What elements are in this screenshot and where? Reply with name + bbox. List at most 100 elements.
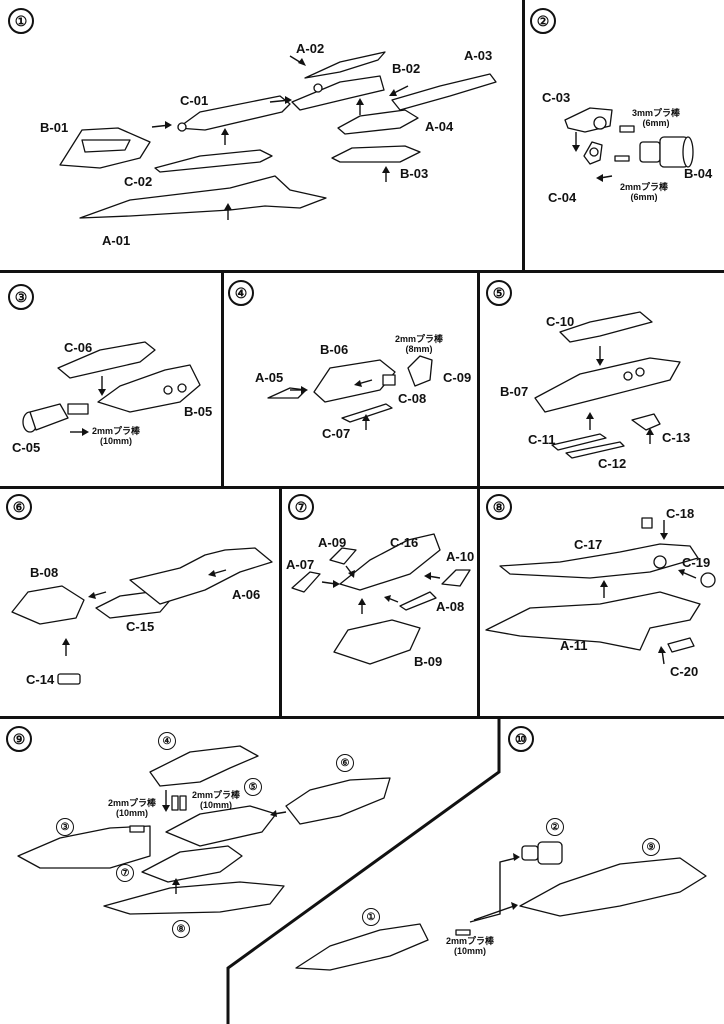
ref-step-5-in-9: ⑤ (244, 778, 262, 796)
part-label-c-05: C-05 (12, 440, 41, 455)
ref-step-3-in-9: ③ (56, 818, 74, 836)
part-c-05 (22, 403, 89, 433)
part-label-c-19: C-19 (682, 555, 711, 570)
divider-v-3-4 (221, 272, 224, 488)
part-c-18 (641, 517, 653, 529)
part-a-11 (485, 591, 701, 651)
part-label-b-09: B-09 (414, 654, 443, 669)
step-number-5: ⑤ (486, 280, 512, 306)
step4-arrows (290, 379, 373, 430)
sub-assembly-7 (141, 845, 243, 883)
step9-arrows (162, 790, 287, 894)
part-label-a-03: A-03 (464, 48, 493, 63)
step5-arrows (586, 346, 654, 444)
part-label-b-05: B-05 (184, 404, 213, 419)
step10-arrows (469, 853, 520, 923)
part-c-10 (559, 311, 653, 343)
divider-row1-bottom (0, 270, 724, 273)
part-b-07 (534, 357, 681, 413)
part-c-11 (551, 433, 607, 451)
part-c-08 (382, 374, 396, 386)
part-label-c-20: C-20 (670, 664, 699, 679)
part-label-c-11: C-11 (528, 432, 556, 447)
part-a-03 (391, 73, 497, 111)
part-label-c-13: C-13 (662, 430, 691, 445)
step-number-1: ① (8, 8, 34, 34)
rod-note-3-text: 2mmプラ棒 (10mm) (92, 426, 141, 446)
part-b-02 (291, 75, 385, 111)
sub-assembly-3 (17, 825, 151, 869)
step2-arrows (572, 132, 613, 182)
ref-step-4-in-9: ④ (158, 732, 176, 750)
part-label-a-11: A-11 (560, 638, 588, 653)
part-label-c-07: C-07 (322, 426, 351, 441)
part-c-03 (564, 107, 613, 133)
part-label-a-10: A-10 (446, 549, 475, 564)
rod-note-9b: 2mmプラ棒 (10mm) (192, 790, 240, 810)
part-c-07 (341, 403, 393, 423)
divider-v-1-2 (522, 0, 525, 272)
rod-note-10-text: 2mmプラ棒 (10mm) (446, 936, 495, 956)
rod-note-9a-text: 2mmプラ棒 (10mm) (108, 798, 157, 818)
part-label-c-12: C-12 (598, 456, 627, 471)
divider-row2-bottom (0, 486, 724, 489)
step7-arrows (321, 565, 441, 614)
part-label-c-02: C-02 (124, 174, 153, 189)
part-label-b-04: B-04 (684, 166, 713, 181)
part-b-05 (97, 364, 201, 413)
part-c-13 (631, 413, 661, 431)
part-label-b-07: B-07 (500, 384, 529, 399)
part-c-20 (667, 637, 695, 653)
part-c-09 (407, 355, 433, 387)
part-b-06 (313, 359, 396, 403)
part-label-a-04: A-04 (425, 119, 454, 134)
step8-arrows (600, 520, 697, 665)
part-label-c-08: C-08 (398, 391, 427, 406)
part-label-c-10: C-10 (546, 314, 575, 329)
rod-note-2mm-6-text: 2mmプラ棒 (6mm) (620, 182, 669, 202)
rod-note-10: 2mmプラ棒 (10mm) (446, 936, 494, 956)
part-label-a-01: A-01 (102, 233, 131, 248)
part-a-07 (291, 571, 321, 593)
part-label-a-05: A-05 (255, 370, 284, 385)
part-label-c-15: C-15 (126, 619, 155, 634)
rod-note-3mm: 3mmプラ棒 (6mm) (632, 108, 680, 128)
ref-step-6-in-9: ⑥ (336, 754, 354, 772)
part-label-b-08: B-08 (30, 565, 59, 580)
step1-arrows (151, 55, 409, 220)
part-c-19 (700, 572, 716, 588)
sub-assembly-5 (165, 805, 277, 847)
part-label-b-01: B-01 (40, 120, 69, 135)
step-number-8: ⑧ (486, 494, 512, 520)
part-label-a-02: A-02 (296, 41, 325, 56)
part-label-c-03: C-03 (542, 90, 571, 105)
part-c-14 (57, 673, 81, 685)
part-a-02 (304, 51, 386, 79)
part-c-12 (565, 441, 625, 459)
divider-v-6-7 (279, 488, 282, 718)
ref-step-8-in-9: ⑧ (172, 920, 190, 938)
part-a-08 (399, 591, 437, 611)
step3-arrows (70, 376, 106, 436)
part-label-b-02: B-02 (392, 61, 421, 76)
step-number-3: ③ (8, 284, 34, 310)
part-label-c-01: C-01 (180, 93, 209, 108)
step-number-7: ⑦ (288, 494, 314, 520)
part-label-c-17: C-17 (574, 537, 603, 552)
part-b-01 (59, 127, 151, 169)
part-a-09 (329, 547, 357, 565)
rod-note-2mm-6: 2mmプラ棒 (6mm) (620, 182, 668, 202)
part-c-06 (57, 341, 156, 379)
part-b-04 (639, 136, 694, 168)
part-b-08 (11, 585, 85, 625)
ref-step-2-in-10: ② (546, 818, 564, 836)
part-b-03 (331, 145, 421, 163)
part-label-a-07: A-07 (286, 557, 315, 572)
part-c-17 (499, 543, 699, 579)
part-label-b-03: B-03 (400, 166, 429, 181)
part-label-c-04: C-04 (548, 190, 577, 205)
ref-step-1-in-10: ① (362, 908, 380, 926)
